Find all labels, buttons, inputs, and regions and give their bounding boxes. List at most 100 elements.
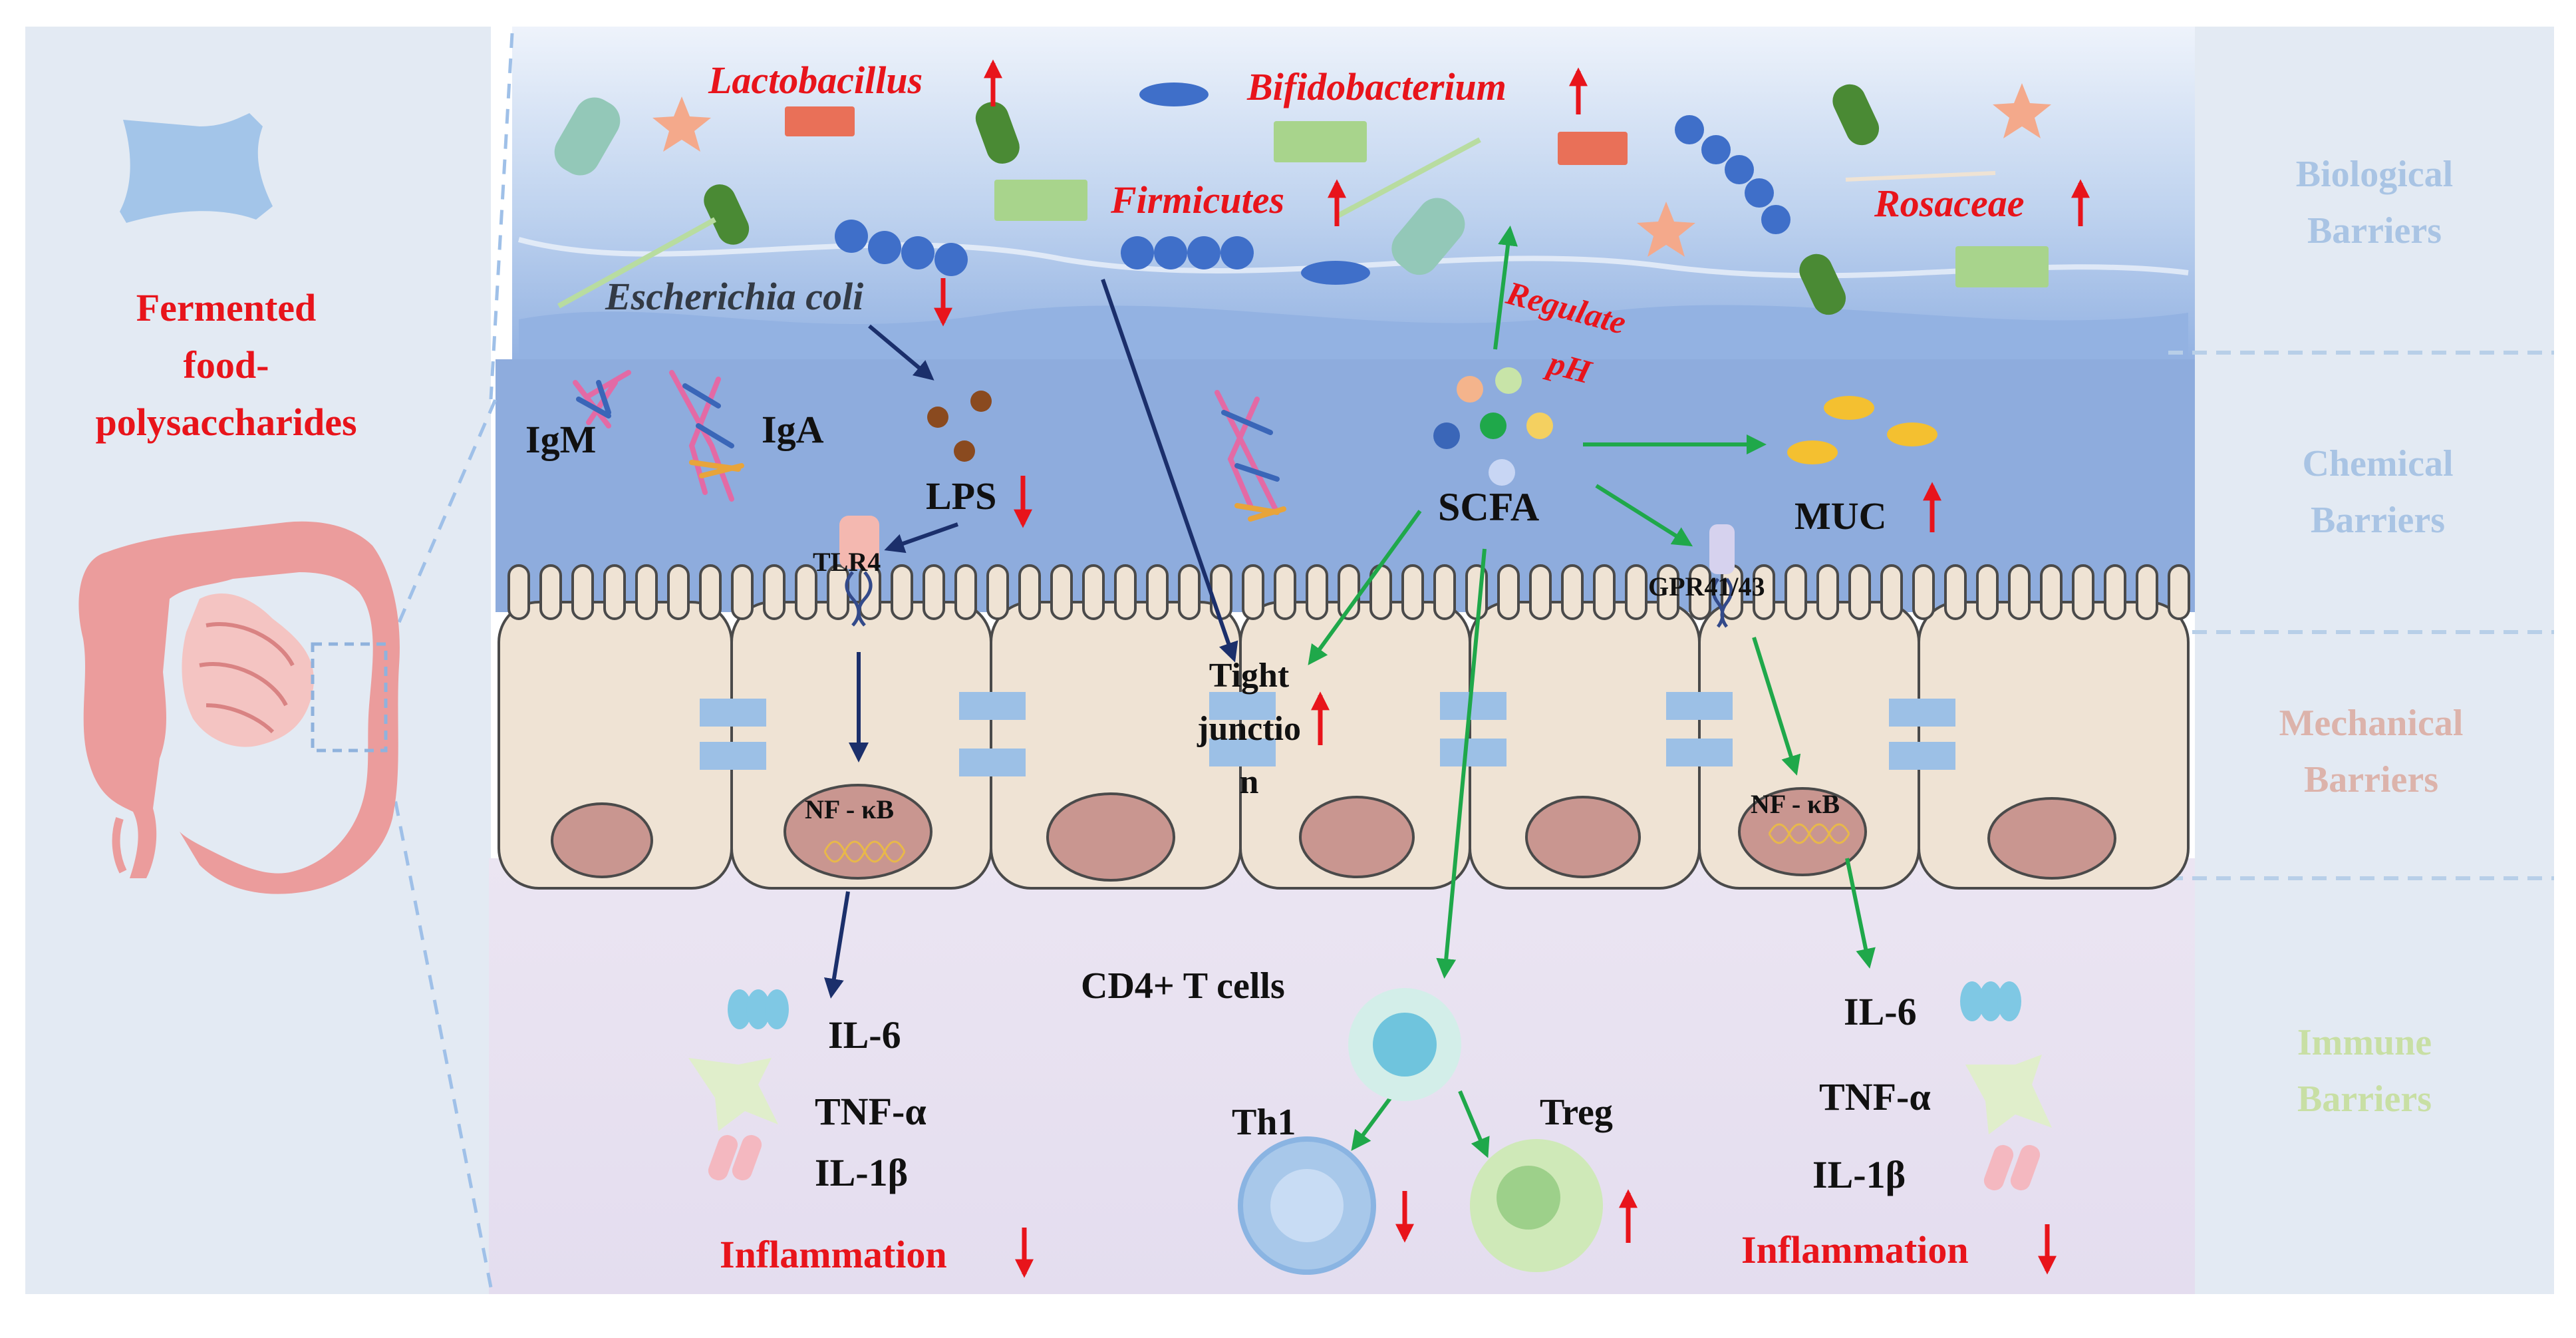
left-panel-label-line2: food- [184,343,269,387]
scfa-label: SCFA [1438,485,1539,529]
muc-molecules [1787,396,1937,464]
microvillus [699,564,722,620]
microvillus [1848,564,1871,620]
gpr41-43-receptor [1709,524,1735,628]
immunoglobulin-icons [573,370,1286,522]
microvillus [1114,564,1137,620]
tnf-alpha-label-left: TNF-α [815,1090,927,1133]
microvillus [1689,564,1711,620]
microvillus [2008,564,2031,620]
microvillus [1880,564,1903,620]
microvillus [1306,564,1328,620]
iga-label: IgA [762,408,824,451]
il1b-label-left: IL-1β [815,1151,908,1194]
chemical-barriers-label-line1: Chemical [2302,443,2453,484]
microvillus [2040,564,2063,620]
inflammation-label-left: Inflammation [720,1233,947,1276]
microvillus [763,564,786,620]
microvillus [2104,564,2126,620]
nf-kb-dna-left [823,840,906,863]
microvillus [2072,564,2094,620]
tight-junction-blocks [700,692,1955,776]
nf-kb-dna-right [1768,823,1850,844]
microvillus [1082,564,1105,620]
biological-barriers-label-line2: Barriers [2307,210,2442,251]
cd4-t-cells-label: CD4+ T cells [1081,965,1285,1007]
microvillus [1912,564,1935,620]
microvillus [1529,564,1552,620]
pathway-arrows [824,226,1876,1158]
microvillus [1178,564,1201,620]
microvillus [954,564,977,620]
cytokine-icons-left [688,989,789,1181]
bifidobacterium-label: Bifidobacterium [1246,65,1506,108]
microvillus [1210,564,1232,620]
microvillus [1593,564,1616,620]
inflammation-label-right: Inflammation [1741,1228,1969,1271]
right-panel-background [2195,27,2554,1294]
microvillus [1753,564,1775,620]
tight-junction-label-line3: n [1240,763,1259,801]
dashed-divider-top [489,33,514,400]
mechanical-barriers-label-line2: Barriers [2304,759,2438,800]
left-panel-label-line1: Fermented [136,286,317,329]
immune-barriers-label-line1: Immune [2297,1022,2432,1063]
treg-label: Treg [1540,1092,1613,1133]
muc-label: MUC [1794,494,1887,538]
bacteria-cluster [554,83,2051,315]
microvillus [635,564,658,620]
left-panel-label-line3: polysaccharides [95,401,357,444]
nf-kb-label-right: NF - κB [1751,789,1840,819]
biological-barriers-label-line1: Biological [2296,154,2453,195]
microvillus [1816,564,1839,620]
microvillus [603,564,626,620]
microvillus [1561,564,1584,620]
microvillus [1146,564,1169,620]
il1b-label-right: IL-1β [1812,1153,1906,1196]
microvillus [1242,564,1264,620]
microvillus [1401,564,1424,620]
microvillus [1657,564,1679,620]
igm-label: IgM [525,418,596,461]
dashed-divider-bottom [384,751,494,1295]
microvillus [1433,564,1456,620]
ecoli-label: Escherichia coli [605,275,863,318]
tight-junction-label-line2: junctio [1197,710,1301,748]
nf-kb-label-left: NF - κB [805,794,894,824]
nuclei [551,784,2116,882]
red-change-arrows [934,59,2090,1278]
mechanical-barriers-label-line1: Mechanical [2279,703,2464,744]
il6-label-left: IL-6 [828,1013,901,1057]
microvillus [571,564,594,620]
immune-cells [1238,988,1603,1275]
microvillus [1050,564,1073,620]
tlr4-receptor [839,516,879,627]
gpr41-43-label: GPR41/43 [1648,572,1765,601]
tlr4-label: TLR4 [813,547,881,577]
chemical-barriers-label-line2: Barriers [2311,500,2445,541]
rosaceae-label: Rosaceae [1874,182,2025,225]
lps-label: LPS [926,474,996,518]
microvillus [1274,564,1296,620]
il6-label-right: IL-6 [1844,990,1917,1033]
microvillus [731,564,754,620]
microvillus [986,564,1009,620]
microvillus [2168,564,2190,620]
immune-barriers-label-line2: Barriers [2297,1079,2432,1120]
lps-molecules [927,391,992,462]
microvillus [923,564,945,620]
microvillus [1944,564,1967,620]
dashed-divider-upper [387,399,498,646]
microvillus [795,564,817,620]
microvillus [1018,564,1041,620]
microvillus [1976,564,1999,620]
microvillus [507,564,530,620]
microvillus [1785,564,1807,620]
tight-junction-label-line1: Tight [1209,657,1290,695]
scfa-molecules [1433,367,1553,486]
lactobacillus-label: Lactobacillus [708,59,923,102]
microvillus [539,564,562,620]
microvillus [1625,564,1647,620]
microvillus [667,564,690,620]
